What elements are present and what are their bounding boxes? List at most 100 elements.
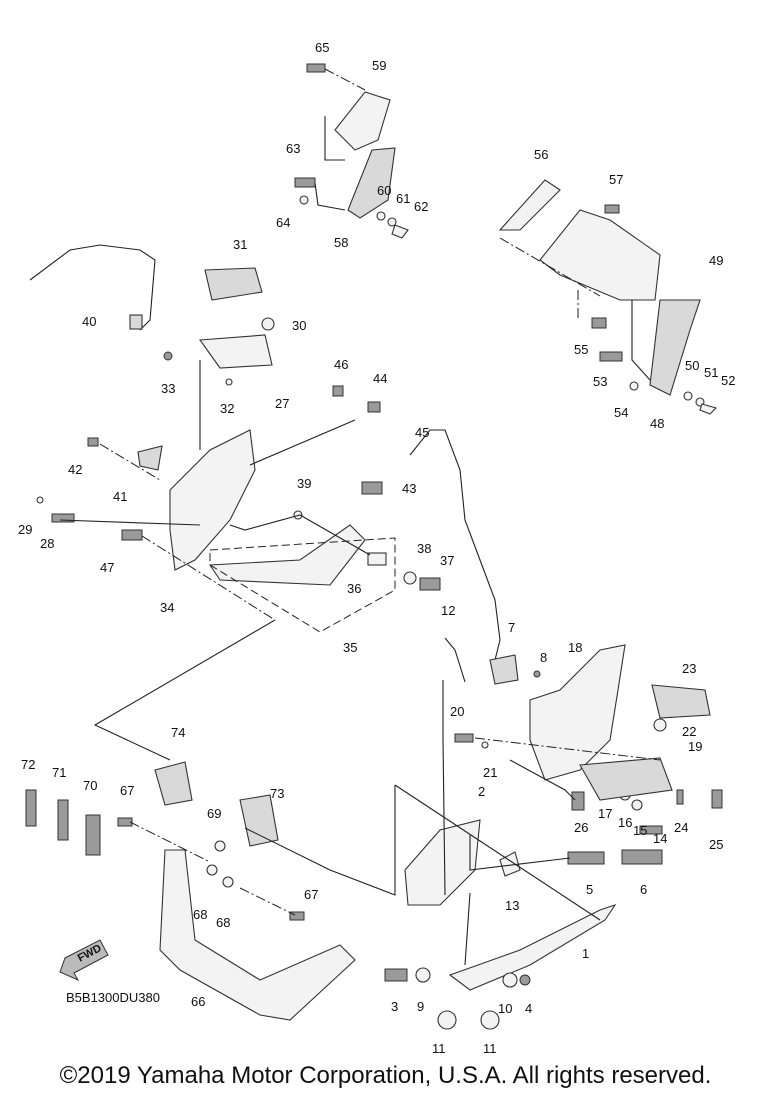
callout-41: 41 <box>113 489 127 504</box>
callout-56: 56 <box>534 147 548 162</box>
callout-33: 33 <box>161 381 175 396</box>
callout-23: 23 <box>682 661 696 676</box>
footpeg-rubber-part-31 <box>204 267 263 301</box>
ball-part-21 <box>481 741 489 749</box>
switch-part-41 <box>137 445 163 471</box>
callout-40: 40 <box>82 314 96 329</box>
pedal-assembly-group <box>29 244 501 661</box>
callout-57: 57 <box>609 172 623 187</box>
footpeg-rubber-part-23 <box>651 684 711 719</box>
callout-72: 72 <box>21 757 35 772</box>
bolt-part-37 <box>419 577 441 591</box>
brake-pedal-part-35 <box>209 524 366 586</box>
callout-74: 74 <box>171 725 185 740</box>
callout-6: 6 <box>640 882 647 897</box>
callout-69: 69 <box>207 806 221 821</box>
clip-part-25 <box>711 789 723 809</box>
callout-47: 47 <box>100 560 114 575</box>
sidestand-group <box>244 637 723 1030</box>
ring-part-11 <box>437 1010 457 1030</box>
bracket-part-34 <box>169 429 256 571</box>
callout-8: 8 <box>540 650 547 665</box>
callout-20: 20 <box>450 704 464 719</box>
circlip-part-30 <box>261 317 275 331</box>
callout-48: 48 <box>650 416 664 431</box>
callout-39: 39 <box>297 476 311 491</box>
callout-29: 29 <box>18 522 32 537</box>
callout-35: 35 <box>343 640 357 655</box>
callout-25: 25 <box>709 837 723 852</box>
clip-part-52 <box>699 403 718 415</box>
rear-right-bracket-group <box>498 179 718 415</box>
bolt-part-57 <box>604 204 620 214</box>
washer-part-10 <box>502 972 518 988</box>
bolt-part-26 <box>571 791 585 811</box>
callout-64: 64 <box>276 215 290 230</box>
callout-37: 37 <box>440 553 454 568</box>
callout-63: 63 <box>286 141 300 156</box>
diagram-code: B5B1300DU380 <box>66 990 160 1005</box>
nut-part-46 <box>332 385 344 397</box>
callout-34: 34 <box>160 600 174 615</box>
callout-11b: 11 <box>483 1041 497 1056</box>
washer-part-61 <box>387 217 397 227</box>
bracket-part-74 <box>154 761 193 806</box>
callout-9: 9 <box>417 999 424 1014</box>
pin-part-24 <box>676 789 684 805</box>
callout-68a: 68 <box>193 907 207 922</box>
callout-67b: 67 <box>304 887 318 902</box>
bolt-part-14 <box>639 825 663 835</box>
callout-2: 2 <box>478 784 485 799</box>
bushing-part-69 <box>214 840 226 852</box>
callout-21: 21 <box>483 765 497 780</box>
callout-54: 54 <box>614 405 628 420</box>
callout-labels: 1 2 3 4 5 6 7 8 9 10 11 11 12 13 14 15 1… <box>18 40 735 1056</box>
callout-71: 71 <box>52 765 66 780</box>
callout-27: 27 <box>275 396 289 411</box>
callout-32: 32 <box>220 401 234 416</box>
washer-part-60 <box>376 211 386 221</box>
callout-49: 49 <box>709 253 723 268</box>
switch-part-7 <box>489 654 519 685</box>
callout-44: 44 <box>373 371 387 386</box>
bolt-part-42 <box>87 437 99 447</box>
nut-part-44 <box>367 401 381 413</box>
callout-16: 16 <box>618 815 632 830</box>
spring-part-70 <box>85 814 101 856</box>
bolt-part-3 <box>384 968 408 982</box>
spring-part-5 <box>567 851 605 865</box>
bracket-part-18 <box>529 644 626 781</box>
washer-part-9 <box>415 967 431 983</box>
callout-43: 43 <box>402 481 416 496</box>
callout-59: 59 <box>372 58 386 73</box>
spring-part-71 <box>57 799 69 841</box>
callout-11a: 11 <box>432 1041 446 1056</box>
bolt-part-47 <box>121 529 143 541</box>
callout-50: 50 <box>685 358 699 373</box>
callout-73: 73 <box>270 786 284 801</box>
front-right-bracket-group <box>294 63 409 239</box>
collar-part-68b <box>222 876 234 888</box>
callout-62: 62 <box>414 199 428 214</box>
callout-5: 5 <box>586 882 593 897</box>
callout-46: 46 <box>334 357 348 372</box>
callout-7: 7 <box>508 620 515 635</box>
callout-30: 30 <box>292 318 306 333</box>
callout-68b: 68 <box>216 915 230 930</box>
callout-51: 51 <box>704 365 718 380</box>
bolt-part-67b <box>289 911 305 921</box>
callout-26: 26 <box>574 820 588 835</box>
bracket-part-49 <box>539 209 661 301</box>
washer-part-15 <box>631 799 643 811</box>
washer-part-38 <box>403 571 417 585</box>
pin-part-29 <box>36 496 44 504</box>
footpeg-part-48 <box>649 299 701 396</box>
screw-part-8 <box>533 670 541 678</box>
callout-66: 66 <box>191 994 205 1009</box>
ring-part-11b <box>480 1010 500 1030</box>
rod-part-45 <box>409 429 501 661</box>
callout-42: 42 <box>68 462 82 477</box>
bracket-part-2 <box>404 819 481 906</box>
clip-part-62 <box>391 224 409 239</box>
callout-55: 55 <box>574 342 588 357</box>
